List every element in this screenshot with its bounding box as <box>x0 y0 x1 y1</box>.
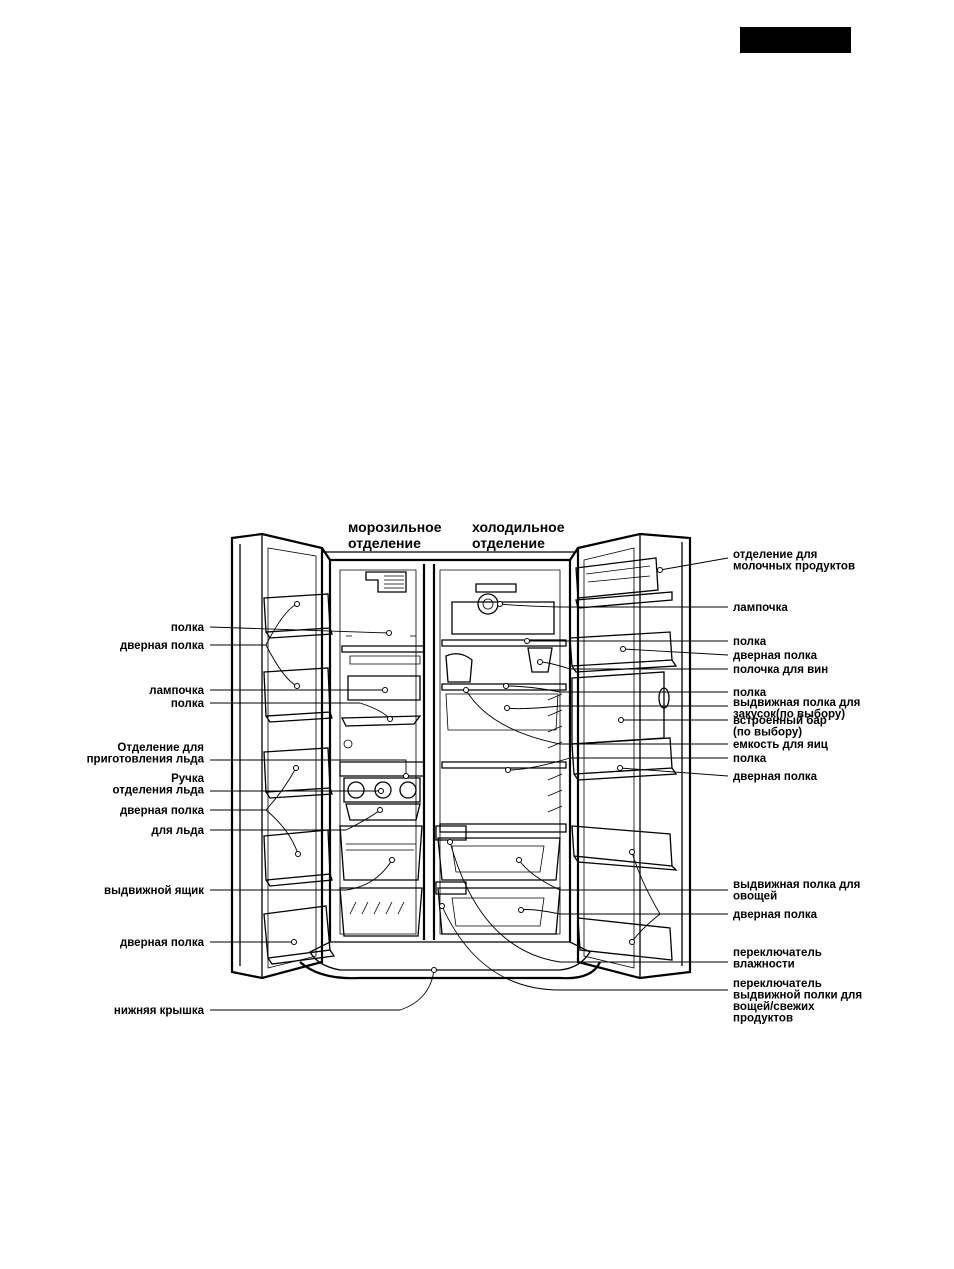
left-bottom-cover-label-line-1: нижняя крышка <box>114 1005 205 1017</box>
left-ice-maker-label-line-2: приготовления льда <box>87 754 205 766</box>
left-shelf-2-label-line-1: полка <box>171 698 205 710</box>
right-drawer-switch-label-line-1: переключатель <box>733 978 822 990</box>
left-door-shelf-1-label-line-1: дверная полка <box>120 640 205 652</box>
right-home-bar-label-line-2: (по выбору) <box>733 727 802 739</box>
left-lamp-label-line-1: лампочка <box>149 685 204 697</box>
right-lamp-label-line-1: лампочка <box>733 602 788 614</box>
right-door-shelf-2-label-line-1: дверная полка <box>733 771 818 783</box>
header-fridge-line-1: холодильное <box>472 519 565 535</box>
left-ice-maker-label-line-1: Отделение для <box>117 742 204 754</box>
left-shelf-1-label-line-1: полка <box>171 622 205 634</box>
right-leader-lines <box>439 557 729 991</box>
left-door-shelf-3-label-line-1: дверная полка <box>120 937 205 949</box>
right-drawer-switch-label-line-2: выдвижной полки для <box>733 990 862 1002</box>
right-shelf-3-label-line-1: полка <box>733 753 767 765</box>
right-dairy-label-line-2: молочных продуктов <box>733 561 855 573</box>
right-veg-drawer-label-line-1: выдвижная полка для <box>733 879 860 891</box>
refrigerator-illustration <box>230 532 692 980</box>
left-leader-lines <box>209 601 437 1011</box>
page-corner-tab <box>740 27 851 53</box>
right-egg-box-label-line-1: емкость для яиц <box>733 739 828 751</box>
left-drawer-label-line-1: выдвижной ящик <box>104 885 204 897</box>
right-veg-drawer-label-line-2: овощей <box>733 891 777 903</box>
left-ice-tray-label-line-1: для льда <box>151 825 204 837</box>
header-freezer-line-1: морозильное <box>348 519 442 535</box>
header-freezer-line-2: отделение <box>348 535 421 551</box>
right-humidity-switch-label-line-1: переключатель <box>733 947 822 959</box>
right-shelf-2-label-line-1: полка <box>733 687 767 699</box>
right-wine-shelf-label-line-1: полочка для вин <box>733 664 828 676</box>
left-ice-handle-label-line-1: Ручка <box>171 773 204 785</box>
left-ice-handle-label-line-2: отделения льда <box>113 785 205 797</box>
right-shelf-1-label-line-1: полка <box>733 636 767 648</box>
left-door-shelf-2-label-line-1: дверная полка <box>120 805 205 817</box>
right-dairy-label-line-1: отделение для <box>733 549 817 561</box>
right-drawer-switch-label-line-3: вощей/свежих <box>733 1001 815 1013</box>
right-door-shelf-3-label-line-1: дверная полка <box>733 909 818 921</box>
right-drawer-switch-label-line-4: продуктов <box>733 1013 793 1025</box>
header-fridge-line-2: отделение <box>472 535 545 551</box>
right-snack-shelf-label-line-1: выдвижная полка для <box>733 697 860 709</box>
right-humidity-switch-label-line-2: влажности <box>733 959 795 971</box>
right-snack-shelf-label-line-2: закусок(по выбору) <box>733 709 845 721</box>
right-home-bar-label-line-1: встроенный бар <box>733 715 827 727</box>
right-door-shelf-1-label-line-1: дверная полка <box>733 650 818 662</box>
